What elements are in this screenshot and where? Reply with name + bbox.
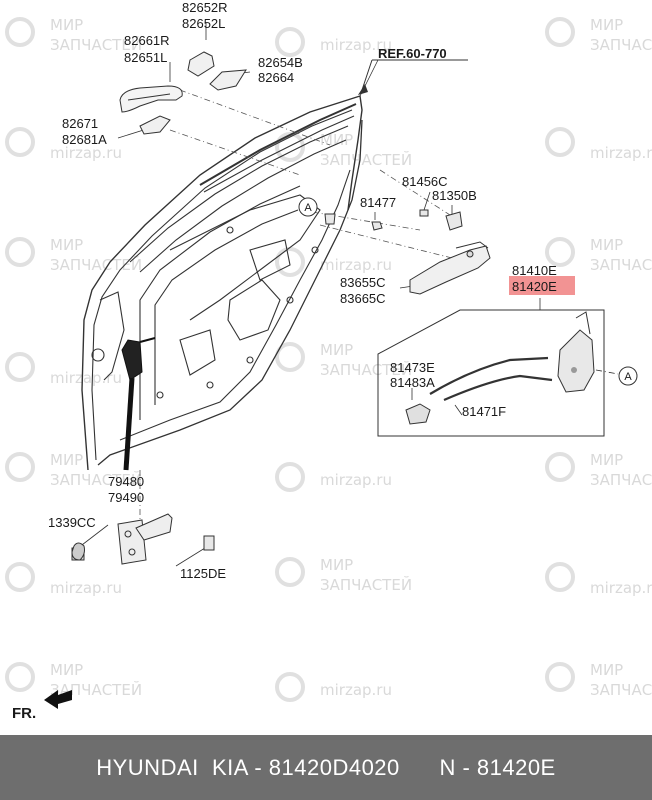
label-79480: 79480 (108, 474, 144, 489)
watermark-line2: ЗАПЧАСТЕЙ (50, 470, 142, 489)
label-81420E: 81420E (512, 279, 557, 294)
label-ref: REF.60-770 (378, 46, 447, 61)
watermark-line1: МИР (50, 16, 83, 34)
watermark-domain: mirzap.ru (590, 144, 652, 162)
watermark-line2: ЗАПЧАСТЕЙ (320, 575, 412, 594)
label-1339CC: 1339CC (48, 515, 96, 530)
watermark-tile: mirzap.ru (5, 127, 122, 162)
watermark-tile: МИР ЗАПЧАСТЕЙ (545, 451, 652, 489)
watermark-line2: ЗАПЧАСТЕЙ (50, 255, 142, 274)
watermark-layer: МИР ЗАПЧАСТЕЙ МИР ЗАПЧАСТЕЙ mirzap.ru mi… (5, 16, 652, 702)
door-checker-assembly (71, 513, 173, 565)
watermark-tile: mirzap.ru (275, 247, 392, 277)
watermark-line1: МИР (320, 131, 353, 149)
watermark-line1: МИР (50, 451, 83, 469)
label-82654B: 82654B (258, 55, 303, 70)
label-82664: 82664 (258, 70, 294, 85)
callout-label: A (304, 202, 312, 214)
callout-a-right: A (595, 366, 638, 386)
highlight-box (509, 276, 575, 295)
leader-lines (139, 89, 461, 520)
watermark-line2: ЗАПЧАСТЕЙ (590, 680, 652, 699)
watermark-line1: МИР (50, 236, 83, 254)
watermark-tile: mirzap.ru (545, 562, 652, 597)
watermark-domain: mirzap.ru (320, 36, 392, 54)
door-checker (121, 337, 156, 471)
watermark-tile: МИР ЗАПЧАСТЕЙ (275, 341, 412, 379)
watermark-line2: ЗАПЧАСТЕЙ (320, 150, 412, 169)
part-labels: 82652R 82652L 82661R 82651L 82654B 82664… (12, 0, 557, 722)
label-82661R: 82661R (124, 33, 170, 48)
watermark-tile: mirzap.ru (5, 352, 122, 387)
label-83665C: 83665C (340, 291, 386, 306)
parts-diagram: МИР ЗАПЧАСТЕЙ МИР ЗАПЧАСТЕЙ mirzap.ru mi… (5, 0, 652, 722)
watermark-tile: МИР ЗАПЧАСТЕЙ (5, 16, 142, 54)
watermark-domain: mirzap.ru (50, 144, 122, 162)
watermark-tile: mirzap.ru (275, 462, 392, 492)
watermark-line1: МИР (590, 451, 623, 469)
footer-text: HYUNDAI KIA - 81420D4020 N - 81420E (96, 754, 556, 780)
label-front: FR. (12, 705, 36, 722)
watermark-domain: mirzap.ru (320, 256, 392, 274)
watermark-line2: ЗАПЧАСТЕЙ (50, 35, 142, 54)
outside-handle (119, 85, 183, 113)
label-82681A: 82681A (62, 132, 107, 147)
label-82651L: 82651L (124, 50, 167, 65)
label-79490: 79490 (108, 490, 144, 505)
watermark-tile: МИР ЗАПЧАСТЕЙ (275, 556, 412, 594)
watermark-tile: МИР ЗАПЧАСТЕЙ (545, 16, 652, 54)
watermark-line1: МИР (590, 236, 623, 254)
watermark-domain: mirzap.ru (320, 471, 392, 489)
latch-detail-box (377, 309, 605, 437)
callout-label: A (624, 371, 632, 383)
label-81471F: 81471F (462, 404, 506, 419)
watermark-line2: ЗАПЧАСТЕЙ (50, 680, 142, 699)
watermark-tile: mirzap.ru (275, 27, 392, 57)
label-81456C: 81456C (402, 174, 448, 189)
watermark-line2: ЗАПЧАСТЕЙ (590, 470, 652, 489)
label-81483A: 81483A (390, 375, 435, 390)
watermark-line2: ЗАПЧАСТЕЙ (590, 35, 652, 54)
label-1125DE: 1125DE (180, 566, 226, 581)
label-82652L: 82652L (182, 16, 225, 31)
label-81473E: 81473E (390, 360, 435, 375)
watermark-line2: ЗАПЧАСТЕЙ (590, 255, 652, 274)
ref-pointer (358, 59, 468, 95)
watermark-domain: mirzap.ru (320, 681, 392, 699)
watermark-domain: mirzap.ru (50, 369, 122, 387)
handle-cap (139, 51, 247, 135)
label-81410E: 81410E (512, 263, 557, 278)
label-82671: 82671 (62, 116, 98, 131)
watermark-line1: МИР (590, 661, 623, 679)
label-81350B: 81350B (432, 188, 477, 203)
watermark-line1: МИР (50, 661, 83, 679)
callout-a-left: A (298, 197, 318, 217)
watermark-line2: ЗАПЧАСТЕЙ (320, 360, 412, 379)
label-83655C: 83655C (340, 275, 386, 290)
watermark-line1: МИР (590, 16, 623, 34)
label-82652R: 82652R (182, 0, 228, 15)
watermark-domain: mirzap.ru (50, 579, 122, 597)
watermark-tile: mirzap.ru (275, 672, 392, 702)
watermark-tile: МИР ЗАПЧАСТЕЙ (5, 661, 142, 699)
watermark-tile: МИР ЗАПЧАСТЕЙ (5, 451, 142, 489)
front-direction-arrow (44, 690, 72, 709)
watermark-domain: mirzap.ru (590, 579, 652, 597)
watermark-line1: МИР (320, 341, 353, 359)
inside-handle (409, 241, 491, 295)
watermark-tile: МИР ЗАПЧАСТЕЙ (545, 661, 652, 699)
watermark-tile: mirzap.ru (545, 127, 652, 162)
footer-bar: HYUNDAI KIA - 81420D4020 N - 81420E (0, 735, 652, 800)
watermark-tile: МИР ЗАПЧАСТЕЙ (545, 236, 652, 274)
watermark-line1: МИР (320, 556, 353, 574)
watermark-tile: mirzap.ru (5, 562, 122, 597)
watermark-tile: МИР ЗАПЧАСТЕЙ (5, 236, 142, 274)
label-81477: 81477 (360, 195, 396, 210)
